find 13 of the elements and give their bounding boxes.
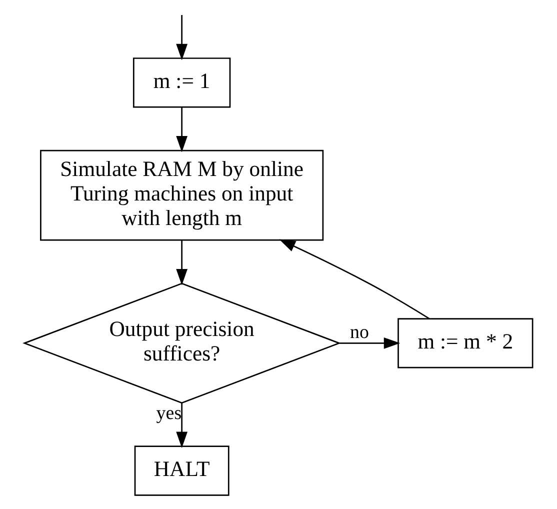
arrow	[176, 240, 188, 286]
arrow	[176, 402, 188, 448]
arrow	[176, 15, 188, 60]
arrow	[176, 107, 188, 152]
node-box: HALT	[134, 446, 230, 496]
node-box: m := m * 2	[398, 318, 534, 368]
node-box: m := 1	[132, 58, 231, 108]
node-diamond: Output precision suffices?	[22, 282, 342, 404]
arrow	[279, 239, 430, 320]
arrow	[340, 337, 400, 349]
edge-label: no	[350, 322, 370, 344]
node-box: Simulate RAM M by online Turing machines on input with length m	[40, 150, 324, 241]
edge-label: yes	[156, 403, 182, 424]
